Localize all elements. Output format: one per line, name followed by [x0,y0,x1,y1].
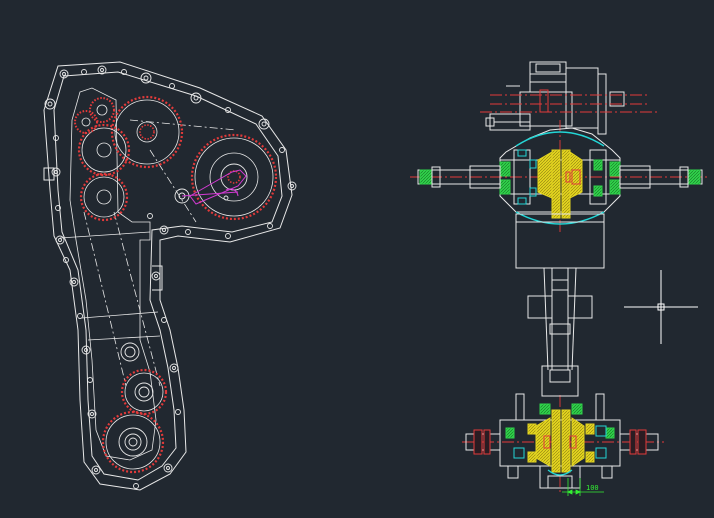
gear-housing-view [43,61,297,491]
gear-lower-small [120,368,168,416]
gear-upper-left [77,123,131,177]
dimension-label: 100 [586,484,599,492]
housing-inner-outline [53,71,283,481]
gear-small-left [74,110,98,134]
gear-small-top [89,97,115,123]
housing-cavity [69,87,157,461]
section-view [410,61,710,496]
axle-upper [417,165,703,189]
crosshair-cursor-icon [624,270,698,344]
dimension-callout [562,478,604,496]
housing-outer-outline [43,61,293,491]
housing-tab-left [43,167,55,181]
gear-train [74,95,278,474]
top-block [485,61,625,135]
gear-top-center [110,95,184,169]
spacer-block [515,213,605,269]
housing-bolt-holes [44,65,297,489]
gear-mid-left [79,172,129,222]
vertical-shaft [527,267,593,397]
housing-tab-lower [152,265,163,291]
gear-lower-large [101,410,165,474]
gear-large-right [190,133,278,221]
differential-lower [465,393,659,489]
magenta-linkage [181,169,247,205]
